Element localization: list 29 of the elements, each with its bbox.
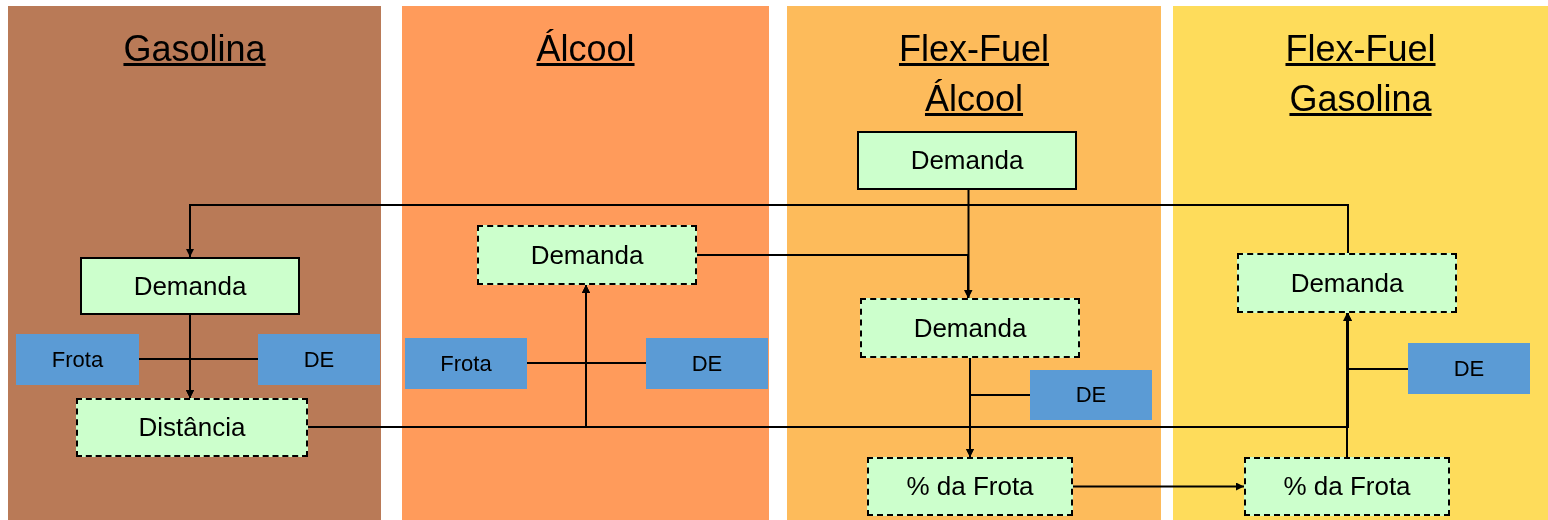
column-panel xyxy=(787,6,1161,520)
variable-box: Demanda xyxy=(80,257,300,315)
arrow xyxy=(186,204,1349,258)
variable-box: Demanda xyxy=(857,131,1077,190)
column-panel xyxy=(1173,6,1548,520)
arrow xyxy=(186,358,259,399)
arrow xyxy=(696,254,972,299)
column-heading: Flex-Fuel Álcool xyxy=(898,27,1050,121)
variable-box: Demanda xyxy=(860,298,1080,358)
input-box: DE xyxy=(646,338,768,389)
input-box: DE xyxy=(1408,343,1530,394)
input-box: DE xyxy=(258,334,380,385)
variable-box: % da Frota xyxy=(1244,457,1450,516)
variable-box: % da Frota xyxy=(867,457,1073,516)
arrow xyxy=(1343,312,1351,458)
column-panel xyxy=(8,6,381,520)
variable-box: Demanda xyxy=(477,225,697,285)
arrow xyxy=(1072,482,1245,491)
column-panel xyxy=(402,6,769,520)
input-box: Frota xyxy=(16,334,139,385)
column-heading: Álcool xyxy=(535,27,636,71)
variable-box: Demanda xyxy=(1237,253,1457,313)
arrow xyxy=(582,284,647,364)
column-heading: Flex-Fuel Gasolina xyxy=(1284,27,1437,121)
arrow xyxy=(966,394,1031,458)
input-box: DE xyxy=(1030,370,1152,420)
input-box: Frota xyxy=(405,338,527,389)
column-heading: Gasolina xyxy=(122,27,267,71)
variable-box: Distância xyxy=(76,398,308,457)
